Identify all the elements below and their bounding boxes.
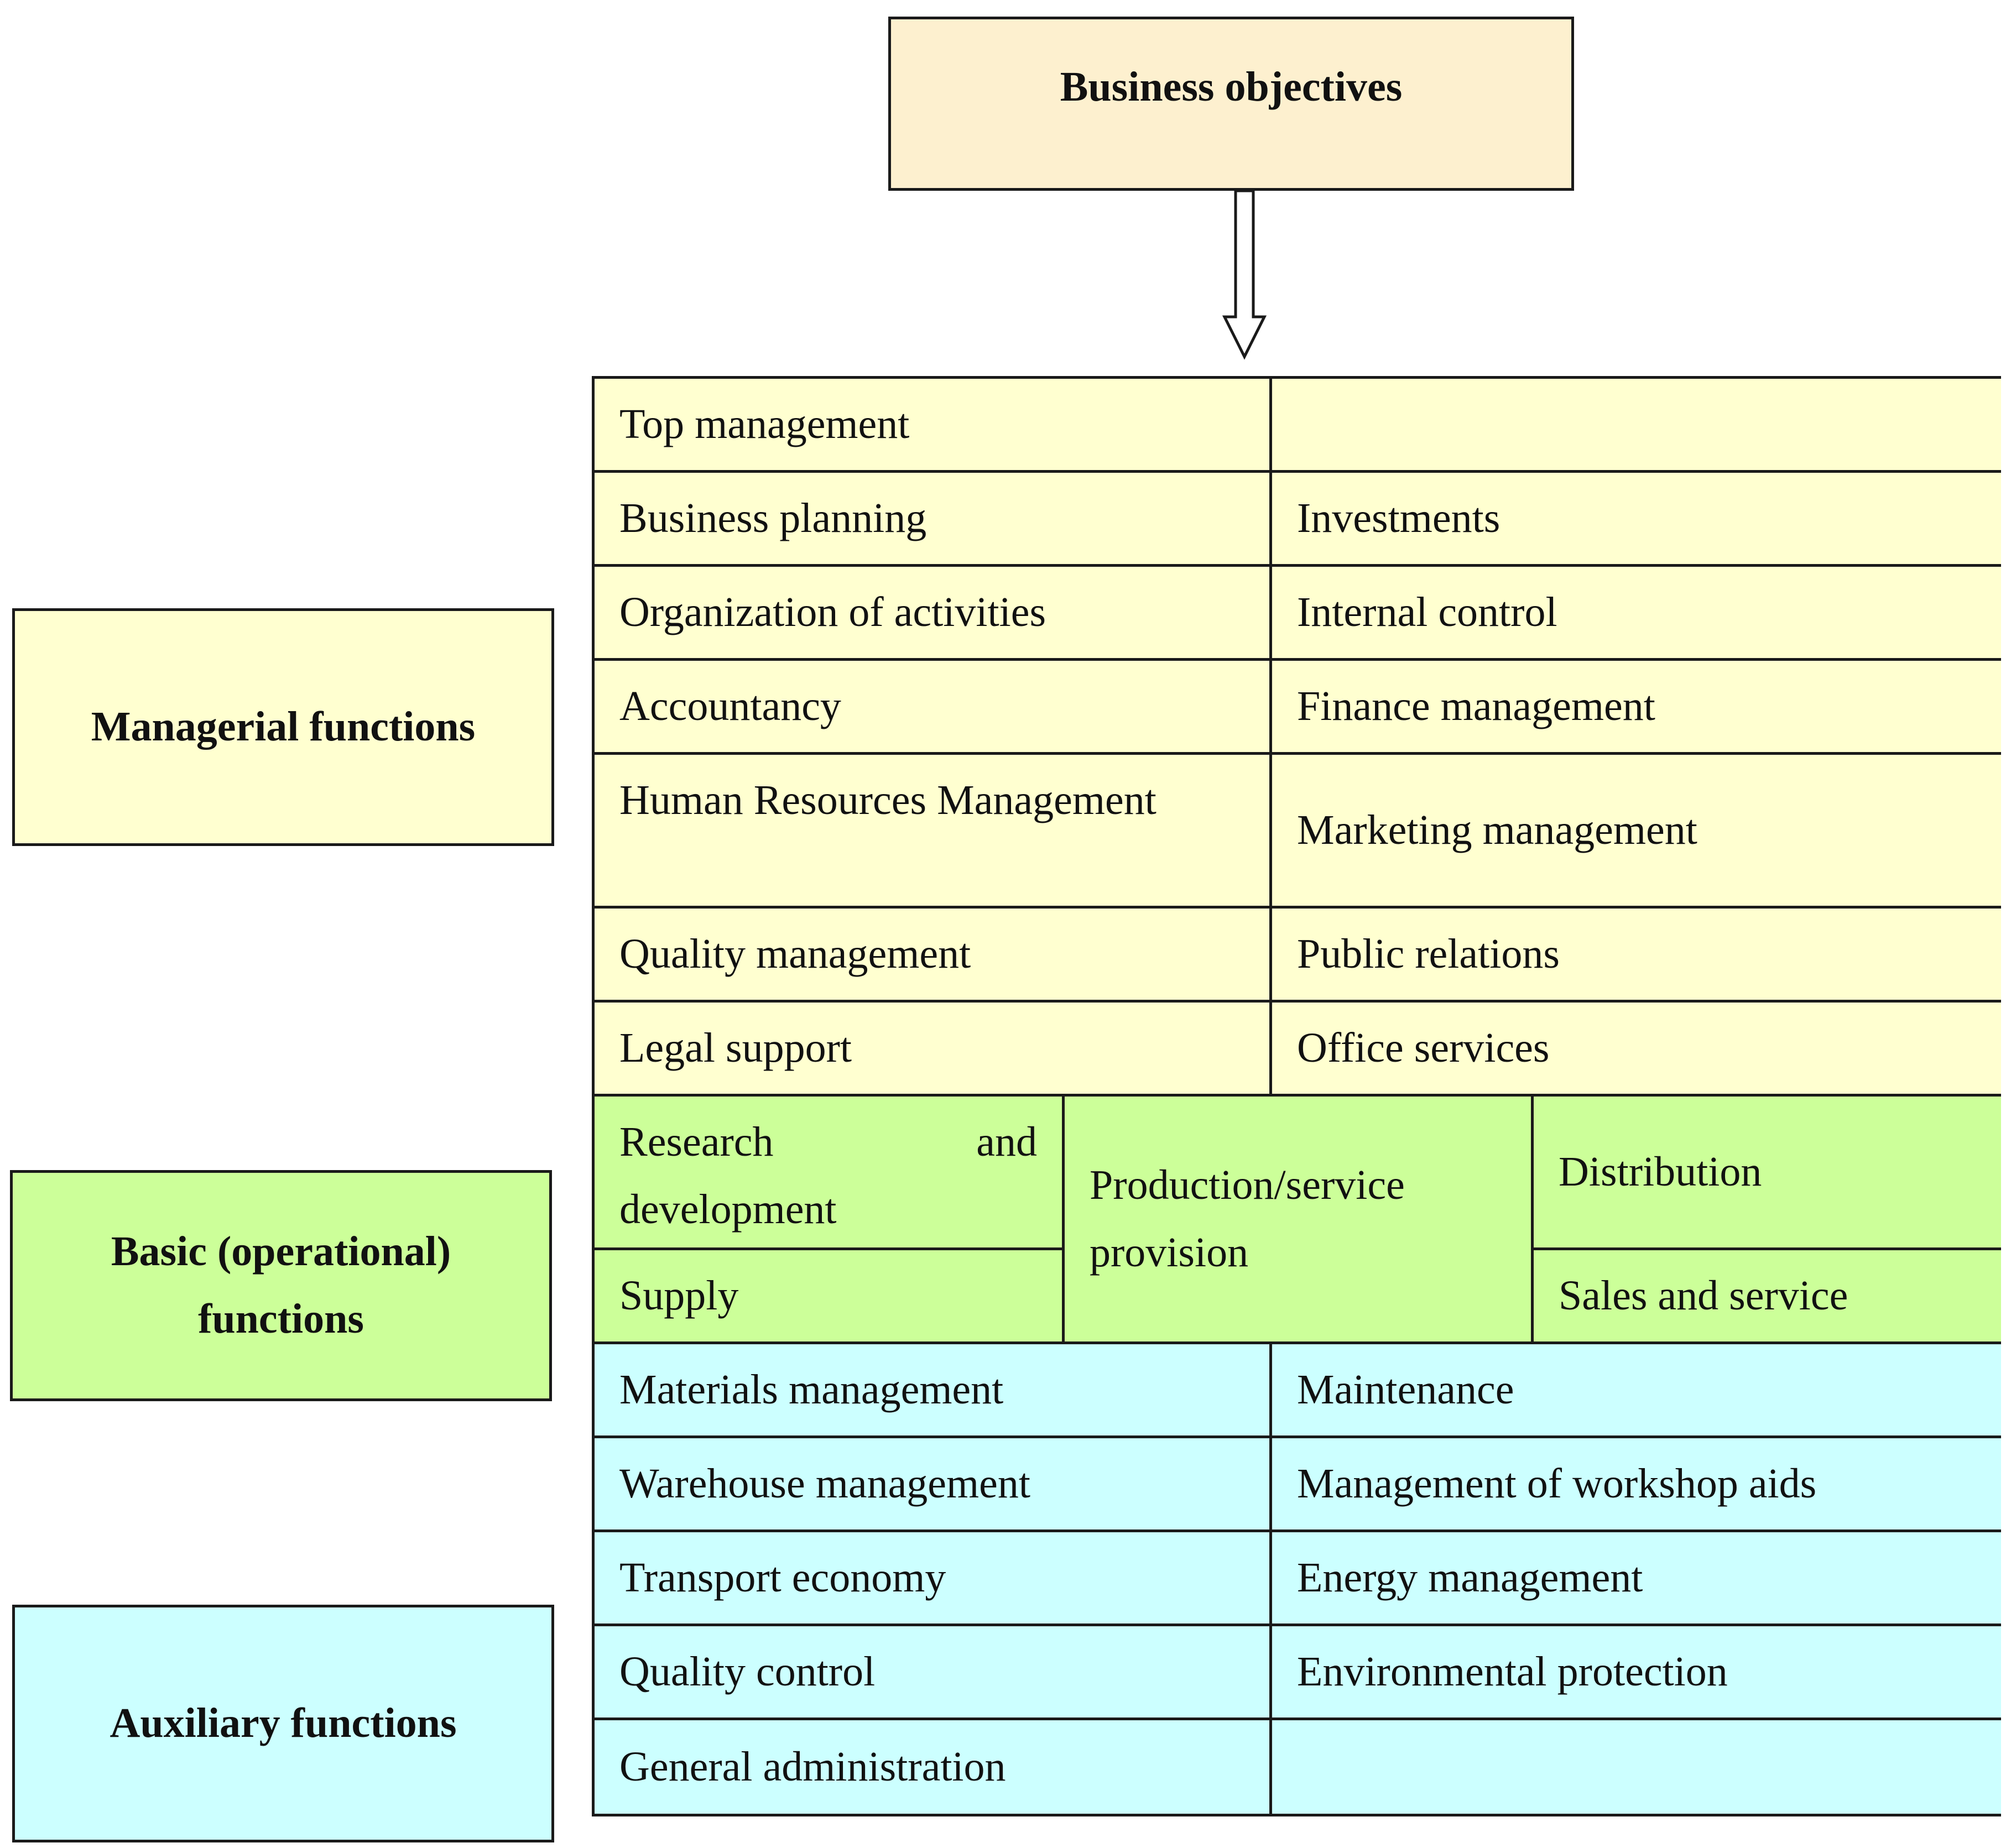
cell-text: Top management bbox=[619, 400, 910, 447]
cell-text: Maintenance bbox=[1297, 1366, 1514, 1413]
managerial-cell: Finance management bbox=[1272, 661, 2001, 755]
auxiliary-cell: Warehouse management bbox=[595, 1438, 1272, 1532]
auxiliary-cell: Quality control bbox=[595, 1626, 1272, 1720]
managerial-cell: Internal control bbox=[1272, 567, 2001, 661]
managerial-cell: Top management bbox=[595, 379, 1272, 473]
cell-text: Quality management bbox=[619, 930, 971, 977]
managerial-cell: Accountancy bbox=[595, 661, 1272, 755]
managerial-cell: Public relations bbox=[1272, 909, 2001, 1003]
basic-functions-label: Basic (operational) functions bbox=[10, 1170, 552, 1401]
managerial-cell: Business planning bbox=[595, 473, 1272, 567]
cell-text: Transport economy bbox=[619, 1554, 946, 1601]
cell-text: Supply bbox=[619, 1272, 739, 1319]
cell-text: Human Resources Management bbox=[619, 777, 1156, 823]
cell-text: Quality control bbox=[619, 1648, 876, 1695]
cell-text: Office services bbox=[1297, 1024, 1550, 1071]
functions-grid: Top management Business planning Investm… bbox=[592, 376, 2001, 1816]
managerial-cell: Marketing management bbox=[1272, 755, 2001, 909]
basic-cell-supply: Supply bbox=[595, 1250, 1065, 1344]
cell-text: Energy management bbox=[1297, 1554, 1643, 1601]
cell-text: Environmental protection bbox=[1297, 1648, 1728, 1695]
cell-text: Investments bbox=[1297, 494, 1501, 541]
managerial-functions-text: Managerial functions bbox=[91, 703, 476, 750]
managerial-cell: Quality management bbox=[595, 909, 1272, 1003]
cell-text: Business planning bbox=[619, 494, 927, 541]
managerial-cell: Human Resources Management bbox=[595, 755, 1272, 909]
cell-text: Production/service provision bbox=[1090, 1162, 1405, 1276]
auxiliary-functions-text: Auxiliary functions bbox=[110, 1700, 457, 1747]
business-objectives-box: Business objectives bbox=[888, 17, 1574, 191]
cell-text: Research and development bbox=[619, 1119, 1037, 1233]
cell-text: Finance management bbox=[1297, 682, 1655, 729]
cell-text: General administration bbox=[619, 1743, 1006, 1790]
cell-text: Sales and service bbox=[1559, 1272, 1848, 1319]
auxiliary-cell: Management of workshop aids bbox=[1272, 1438, 2001, 1532]
auxiliary-cell: Materials management bbox=[595, 1344, 1272, 1438]
business-objectives-label: Business objectives bbox=[1060, 64, 1403, 110]
basic-functions-text-line1: Basic (operational) bbox=[111, 1228, 451, 1275]
cell-text: Marketing management bbox=[1297, 806, 1697, 853]
basic-cell-production: Production/service provision bbox=[1065, 1097, 1534, 1344]
auxiliary-cell: Energy management bbox=[1272, 1532, 2001, 1626]
cell-text: Public relations bbox=[1297, 930, 1560, 977]
managerial-cell: Organization of activities bbox=[595, 567, 1272, 661]
auxiliary-functions-label: Auxiliary functions bbox=[12, 1605, 554, 1842]
managerial-cell: Investments bbox=[1272, 473, 2001, 567]
managerial-cell: Office services bbox=[1272, 1003, 2001, 1097]
cell-text: Warehouse management bbox=[619, 1460, 1031, 1507]
cell-text: Legal support bbox=[619, 1024, 852, 1071]
auxiliary-cell: Environmental protection bbox=[1272, 1626, 2001, 1720]
cell-text: Internal control bbox=[1297, 588, 1557, 635]
down-arrow-icon bbox=[1222, 190, 1267, 360]
auxiliary-cell: General administration bbox=[595, 1720, 1272, 1814]
managerial-cell: Legal support bbox=[595, 1003, 1272, 1097]
basic-cell-research: Research and development bbox=[595, 1097, 1065, 1250]
cell-text: Accountancy bbox=[619, 682, 841, 729]
cell-text: Materials management bbox=[619, 1366, 1004, 1413]
auxiliary-cell bbox=[1272, 1720, 2001, 1814]
cell-text: Distribution bbox=[1559, 1148, 1762, 1195]
auxiliary-cell: Maintenance bbox=[1272, 1344, 2001, 1438]
basic-cell-sales: Sales and service bbox=[1534, 1250, 2001, 1344]
managerial-functions-label: Managerial functions bbox=[12, 608, 554, 846]
basic-functions-text-line2: functions bbox=[198, 1296, 364, 1342]
cell-text: Management of workshop aids bbox=[1297, 1460, 1817, 1507]
basic-cell-distribution: Distribution bbox=[1534, 1097, 2001, 1250]
auxiliary-cell: Transport economy bbox=[595, 1532, 1272, 1626]
managerial-cell bbox=[1272, 379, 2001, 473]
cell-text: Organization of activities bbox=[619, 588, 1046, 635]
